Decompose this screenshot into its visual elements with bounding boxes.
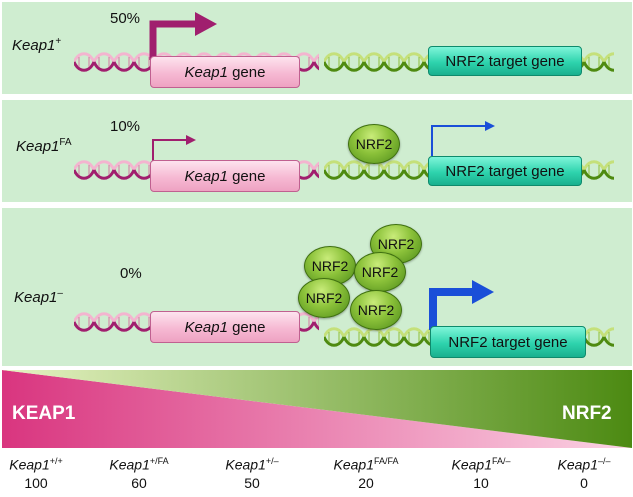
- genotype-value: 10: [473, 474, 489, 491]
- nrf2-protein: NRF2: [350, 290, 402, 330]
- row-genotype-label: Keap1+: [12, 36, 62, 54]
- transcription-percent: 50%: [110, 10, 141, 27]
- nrf2-gradient-label: NRF2: [562, 403, 612, 424]
- nrf2-target-gene-box: NRF2 target gene: [428, 156, 582, 186]
- nrf2-protein: NRF2: [298, 278, 350, 318]
- transcription-percent: 0%: [120, 265, 142, 282]
- genotype-value: 60: [131, 474, 147, 491]
- nrf2-target-gene-box: NRF2 target gene: [428, 46, 582, 76]
- genotype-column: Keap1+/+ 100: [0, 456, 86, 491]
- keap1-gene-box: Keap1 gene: [150, 56, 300, 88]
- genotype-column: Keap1+/FA 60: [89, 456, 189, 491]
- nrf2-target-gene-box: NRF2 target gene: [430, 326, 586, 358]
- transcription-arrow-icon: [152, 135, 196, 164]
- genotype-column: Keap1–/– 0: [534, 456, 633, 491]
- transcription-percent: 10%: [110, 118, 141, 135]
- genotype-column: Keap1+/– 50: [202, 456, 302, 491]
- nrf2-protein: NRF2: [354, 252, 406, 292]
- panel-keap1-fa: Keap1FA 10% Keap1 gene NRF2 target gene …: [2, 100, 632, 202]
- genotype-value: 20: [358, 474, 374, 491]
- genotype-value: 100: [24, 474, 48, 491]
- row-genotype-label: Keap1–: [14, 288, 63, 306]
- panel-keap1-wt: Keap1+ 50% Keap1 gene NRF2 target gene: [2, 2, 632, 94]
- target-arrow-icon: [429, 280, 494, 330]
- keap1-nrf2-gradient: [2, 370, 632, 448]
- keap1-gradient-label: KEAP1: [12, 403, 76, 424]
- panel-keap1-null: Keap1– 0% Keap1 gene NRF2 target gene NR…: [2, 208, 632, 366]
- nrf2-triangle: [2, 370, 632, 448]
- genotype-value: 0: [580, 474, 588, 491]
- keap1-gene-box: Keap1 gene: [150, 160, 300, 192]
- genotype-column: Keap1FA/FA 20: [316, 456, 416, 491]
- genotype-column: Keap1FA/– 10: [431, 456, 531, 491]
- transcription-arrow-icon: [149, 12, 217, 60]
- genotype-value: 50: [244, 474, 260, 491]
- row-genotype-label: Keap1FA: [16, 137, 72, 155]
- nrf2-protein: NRF2: [348, 124, 400, 164]
- target-arrow-icon: [431, 121, 495, 156]
- keap1-gene-box: Keap1 gene: [150, 311, 300, 343]
